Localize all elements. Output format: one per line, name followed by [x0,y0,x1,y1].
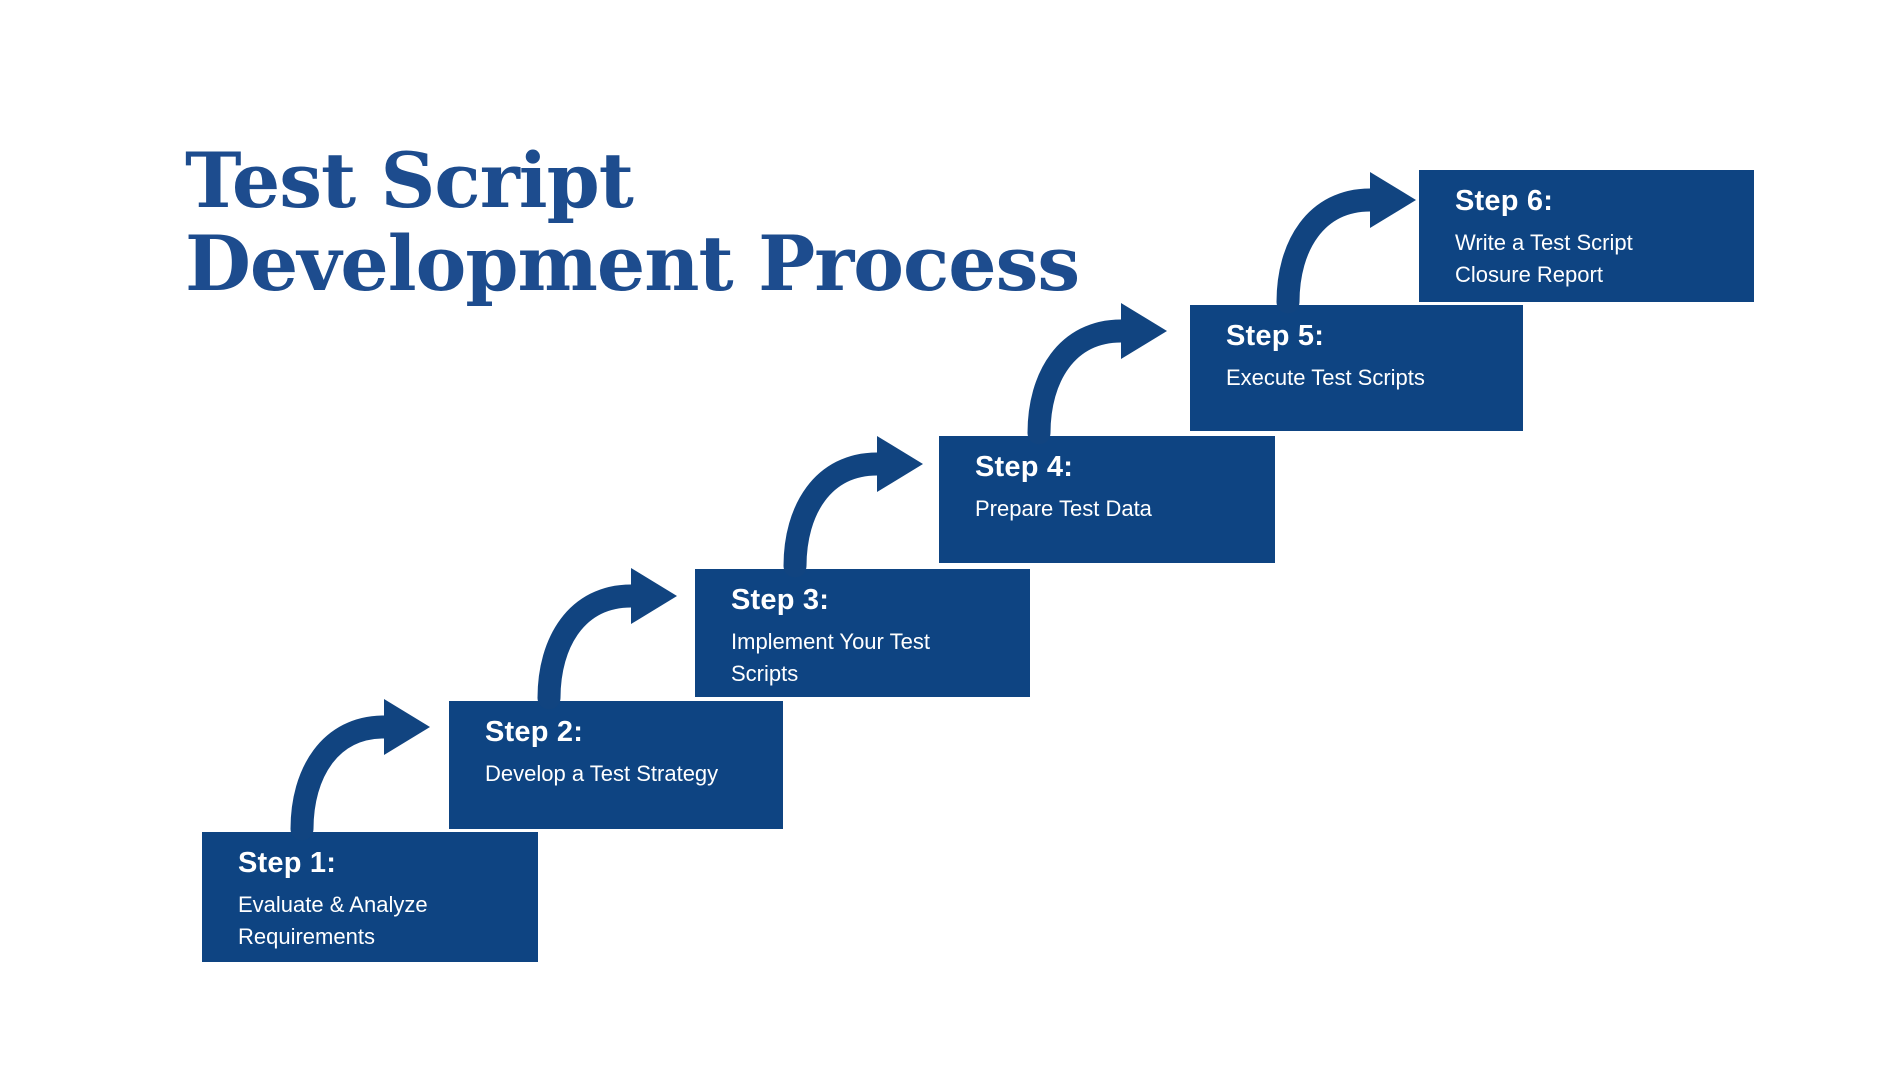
step-box-4: Step 4: Prepare Test Data [939,436,1275,563]
arrow-head [877,436,923,492]
arrow-head [1370,172,1416,228]
step-2-description: Develop a Test Strategy [485,761,719,786]
step-box-1: Step 1: Evaluate & Analyze Requirements [202,832,538,962]
step-1-description: Evaluate & Analyze Requirements [238,892,428,950]
page-title: Test Script Development Process [185,136,1080,308]
step-box-2: Step 2: Develop a Test Strategy [449,701,783,829]
arrow-shaft [1027,319,1133,445]
step-1-label: Step 1: [238,847,337,879]
arrow-head [384,699,430,755]
arrow-shaft [1276,188,1382,314]
arrow-shaft [537,584,643,710]
step-4-description: Prepare Test Data [975,496,1152,521]
step-5-label: Step 5: [1226,320,1325,352]
page-title-line-1: Test Script [185,136,634,225]
step-4-label: Step 4: [975,451,1074,483]
step-6-label: Step 6: [1455,185,1554,217]
curved-arrow-icon [290,699,430,841]
step-3-description: Implement Your Test Scripts [731,629,930,687]
arrow-shaft [783,452,889,578]
arrow-head [631,568,677,624]
step-box-5: Step 5: Execute Test Scripts [1190,305,1523,431]
step-5-description: Execute Test Scripts [1226,365,1425,390]
curved-arrow-icon [1027,303,1167,445]
step-6-description: Write a Test Script Closure Report [1455,230,1633,288]
step-3-label: Step 3: [731,584,830,616]
curved-arrow-icon [783,436,923,578]
step-box-6: Step 6: Write a Test Script Closure Repo… [1419,170,1754,302]
curved-arrow-icon [537,568,677,710]
step-box-3: Step 3: Implement Your Test Scripts [695,569,1030,697]
curved-arrow-icon [1276,172,1416,314]
step-2-label: Step 2: [485,716,584,748]
arrow-shaft [290,715,396,841]
page-title-line-2: Development Process [185,218,1080,308]
arrow-head [1121,303,1167,359]
